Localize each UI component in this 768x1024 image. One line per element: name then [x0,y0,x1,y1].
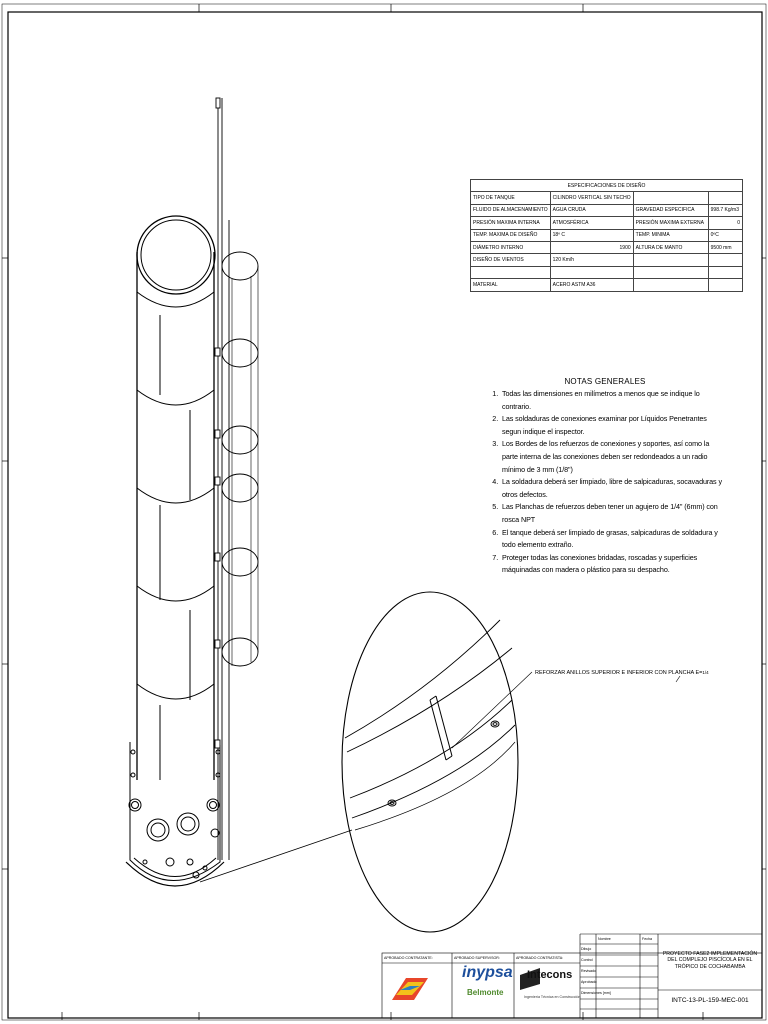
note-item: Las soldaduras de conexiones examinar po… [500,413,725,438]
intecons-logo: Intecons [527,969,573,981]
table-row: PRESIÓN MAXIMA INTERNA ATMOSFÉRICA PRESI… [470,216,744,230]
belmonte-logo: Belmonte [467,988,504,997]
table-row [470,265,744,280]
tank-drawing [125,215,225,887]
row-revisado: Revisado [581,969,596,973]
table-row: TIPO DE TANQUE CILINDRO VERTICAL SIN TEC… [470,191,744,205]
row-aprobado: Aprobado [581,980,597,984]
drawing-number: INTC-13-PL-159-MEC-001 [671,997,749,1004]
spec-table-title: ESPECIFICACIONES DE DISEÑO [470,178,743,193]
intecons-tagline: Ingeniería Técnica en Construcción [524,995,581,999]
table-row: FLUIDO DE ALMACENAMIENTO AGUA CRUDA GRAV… [470,203,744,218]
approve-contractor2-label: APROBADO CONTRATISTA: [516,956,564,960]
row-dimensiones: Dimensiones [mm] [581,991,611,995]
contratante-logo [392,978,428,1000]
note-item: Todas las dimensiones en milímetros a me… [500,388,725,413]
approve-supervisor-label: APROBADO SUPERVISOR: [454,956,500,960]
intecons-logo-mark [520,968,540,990]
approve-contractor-label: APROBADO CONTRATANTE: [384,956,433,960]
table-row: DIÁMETRO INTERNO 1900 ALTURA DE MANTO 95… [470,240,744,255]
title-block-lines [381,933,763,1019]
table-row: MATERIAL ACERO ASTM A36 [470,278,744,292]
callout-text: REFORZAR ANILLOS SUPERIOR E INFERIOR CON… [535,670,703,676]
note-item: Las Planchas de refuerzos deben tener un… [500,501,725,526]
note-item: El tanque deberá ser limpiado de grasas,… [500,527,725,552]
note-item: La soldadura deberá ser limpiado, libre … [500,476,725,501]
inypsa-logo: inypsa [462,964,513,981]
col-fecha: Fecha [642,937,652,941]
reinforcement-callout: REFORZAR ANILLOS SUPERIOR E INFERIOR CON… [535,670,709,676]
project-title: PROYECTO FASE2 IMPLEMENTACIÓN DEL COMPLE… [662,951,758,970]
outer-border [1,3,767,1021]
note-item: Los Bordes de los refuerzos de conexione… [500,438,725,476]
row-dibujo: Dibujo [581,947,592,951]
detail-view [199,591,681,933]
table-row: TEMP. MAXIMA DE DISEÑO 18º C TEMP. MINIM… [470,228,744,242]
callout-fraction: 1/4 [702,670,709,675]
general-notes: NOTAS GENERALES Todas las dimensiones en… [485,376,725,577]
notes-list: Todas las dimensiones en milímetros a me… [485,388,725,577]
row-control: Control [581,958,593,962]
note-item: Proteger todas las conexiones bridadas, … [500,552,725,577]
table-row: DISEÑO DE VIENTOS 120 Km/h [470,253,744,267]
notes-title: NOTAS GENERALES [564,377,646,386]
border-ticks [2,4,766,1020]
ladder-cage [214,97,259,860]
design-spec-table: ESPECIFICACIONES DE DISEÑO TIPO DE TANQU… [470,178,744,292]
col-nombre: Nombre [598,937,611,941]
